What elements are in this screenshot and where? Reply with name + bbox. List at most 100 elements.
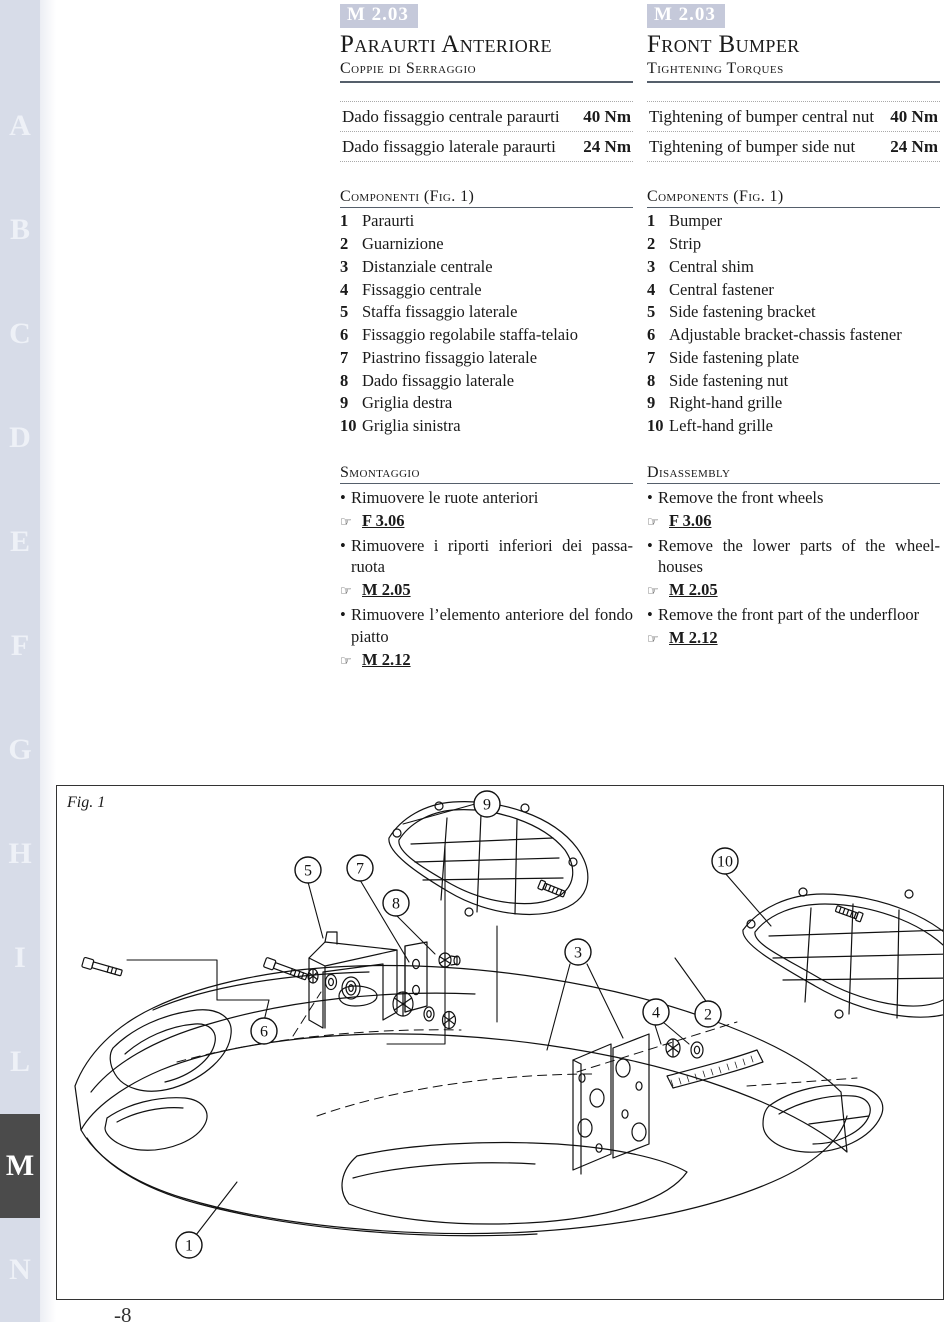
component-name: Fissaggio regolabile staffa-telaio [362, 325, 578, 345]
figure-panel: Fig. 1 [56, 785, 944, 1300]
component-name: Side fastening plate [669, 347, 800, 367]
index-tab-c[interactable]: C [9, 317, 31, 350]
section-badge-italian: M 2.03 [340, 4, 418, 28]
figure-callout-3[interactable]: 3 [564, 938, 592, 966]
figure-drawing: 1 2 3 4 5 6 7 8 9 10 [74, 790, 943, 1259]
cross-reference[interactable]: ☞ M 2.12 [340, 649, 633, 671]
cross-reference-link[interactable]: M 2.05 [362, 580, 411, 600]
callout-number: 7 [356, 861, 364, 878]
index-tab-m[interactable]: M [0, 1114, 40, 1218]
figure-callout-5[interactable]: 5 [294, 856, 322, 884]
disassembly-heading-italian: Smontaggio [340, 464, 633, 484]
figure-callout-8[interactable]: 8 [382, 889, 410, 917]
cross-reference[interactable]: ☞M 2.05 [647, 579, 940, 601]
page-number: -8 [114, 1303, 132, 1327]
cross-reference-link[interactable]: M 2.05 [669, 580, 718, 600]
procedure-step: •Remove the front wheels [647, 487, 940, 509]
procedure-step: •Rimuovere l’elemento anteriore del fond… [340, 604, 633, 648]
index-tab-blank[interactable] [0, 0, 40, 74]
index-tab-b[interactable]: B [9, 213, 30, 246]
component-name: Right-hand grille [669, 393, 783, 413]
callout-number: 3 [574, 945, 582, 962]
figure-callout-6[interactable]: 6 [250, 1017, 278, 1045]
disassembly-steps-english: •Remove the front wheels☞F 3.06•Remove t… [647, 487, 940, 649]
figure-label: Fig. 1 [67, 794, 106, 811]
cross-reference[interactable]: ☞F 3.06 [647, 510, 940, 532]
procedure-step-text: Rimuovere i riporti inferiori dei passa-… [351, 535, 633, 577]
procedure-step: •Rimuovere i riporti inferiori dei passa… [340, 535, 633, 579]
component-number: 9 [340, 393, 349, 413]
index-tab-i[interactable]: I [14, 941, 26, 974]
figure-callout-9[interactable]: 9 [473, 790, 501, 818]
component-name: Paraurti [362, 211, 415, 231]
index-tab-g[interactable]: G [8, 733, 32, 766]
cross-reference[interactable]: ☞F 3.06 [340, 510, 633, 532]
procedure-step: •Rimuovere le ruote anteriori [340, 487, 633, 509]
callout-circle [564, 938, 592, 966]
component-list-item: 9 Right-hand grille [647, 392, 940, 415]
index-tab-n[interactable]: N [9, 1253, 31, 1286]
cross-reference-link[interactable]: F 3.06 [362, 510, 405, 530]
torque-label: Tightening of bumper side nut [649, 136, 856, 156]
component-number: 2 [340, 234, 349, 253]
index-tab-d[interactable]: D [9, 421, 31, 454]
component-number: 9 [647, 393, 656, 413]
sidebar-page-edge [40, 0, 56, 1322]
cross-reference-link[interactable]: M 2.12 [362, 649, 411, 669]
components-heading-italian: Componenti (Fig. 1) [340, 188, 633, 209]
component-list-item: 9 Griglia destra [340, 392, 633, 415]
component-list-item: 5 Staffa fissaggio laterale [340, 301, 633, 324]
figure-callout-1[interactable]: 1 [175, 1231, 203, 1259]
component-name: Strip [669, 234, 702, 253]
callout-circle [346, 854, 374, 882]
disassembly-heading-english: Disassembly [647, 464, 940, 484]
callout-number: 4 [652, 1005, 660, 1022]
cross-reference-link[interactable]: F 3.06 [669, 510, 712, 530]
index-tab-l[interactable]: L [9, 1045, 30, 1078]
component-number: 5 [340, 302, 349, 322]
component-number: 1 [647, 211, 656, 231]
cross-reference-link[interactable]: M 2.12 [669, 627, 718, 647]
component-name: Left-hand grille [669, 416, 773, 436]
component-name: Griglia destra [362, 393, 453, 413]
callout-circle [294, 856, 322, 884]
callout-circle [473, 790, 501, 818]
component-number: 6 [647, 325, 656, 345]
index-tab-f[interactable]: F [10, 629, 30, 662]
figure-callout-4[interactable]: 4 [642, 998, 670, 1026]
figure-callout-2[interactable]: 2 [694, 1000, 722, 1028]
component-name: Side fastening bracket [669, 302, 816, 322]
index-sidebar: A B C D E F G H I L M N [0, 0, 40, 1322]
component-name: Piastrino fissaggio laterale [362, 347, 538, 367]
figure-callout-7[interactable]: 7 [346, 854, 374, 882]
pointing-hand-icon: ☞ [340, 653, 352, 669]
cross-reference[interactable]: ☞ M 2.12 [647, 627, 940, 649]
page-title-italian: Paraurti Anteriore [340, 30, 552, 58]
index-tab-a[interactable]: A [9, 109, 31, 142]
index-tab-e[interactable]: E [9, 525, 30, 558]
text-columns: M 2.03 Paraurti Anteriore Coppie di Serr… [340, 4, 940, 670]
cross-reference[interactable]: ☞M 2.05 [340, 579, 633, 601]
callout-number: 2 [704, 1007, 712, 1024]
component-name: Staffa fissaggio laterale [362, 302, 518, 322]
torque-value: 40 Nm [890, 106, 938, 126]
figure-callout-10[interactable]: 10 [711, 847, 739, 875]
torque-value: 24 Nm [583, 136, 631, 156]
index-tab-h[interactable]: H [8, 837, 32, 870]
pointing-hand-icon: ☞ [647, 631, 659, 647]
section-badge-english: M 2.03 [647, 4, 725, 28]
component-name: Distanziale centrale [362, 256, 493, 276]
